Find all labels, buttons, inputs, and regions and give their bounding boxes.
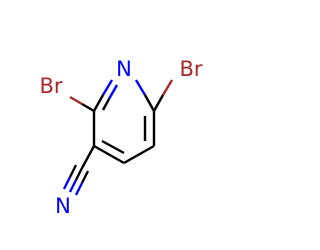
bond-n1-c2-inner-lower xyxy=(101,98,111,111)
bond-nitrile-3-black xyxy=(80,170,90,184)
bond-nitrile-2-black xyxy=(68,164,78,178)
bond-nitrile-1-black xyxy=(74,167,84,181)
bond-c2-br-left-brown xyxy=(69,95,83,106)
bond-nitrile-1-blue xyxy=(68,179,78,193)
bromine-left-label: Br xyxy=(39,74,62,98)
nitrile-nitrogen-label: N xyxy=(55,194,71,218)
bond-n1-c2-lower xyxy=(92,94,105,112)
ring-nitrogen-label: N xyxy=(116,57,132,81)
bond-nitrile-3-blue xyxy=(74,182,84,196)
molecule-structure: N Br Br N xyxy=(39,57,202,218)
bond-c3-cn xyxy=(80,145,96,169)
bond-c6-br-right-brown xyxy=(161,79,174,96)
bond-c4-c3-inner xyxy=(101,139,125,155)
bond-n1-c6-left xyxy=(134,79,147,96)
bond-n1-c2-inner-upper xyxy=(107,84,119,100)
bond-c5-c4 xyxy=(123,144,155,165)
bond-n1-c6-right xyxy=(143,94,156,112)
bromine-right-label: Br xyxy=(179,57,202,81)
bond-c2-br-left-black xyxy=(81,102,95,113)
bond-nitrile-2-blue xyxy=(62,176,72,190)
bond-c6-br-right-black xyxy=(152,94,165,112)
bond-c4-c3 xyxy=(93,144,125,165)
bond-n1-c2-upper xyxy=(101,79,114,96)
